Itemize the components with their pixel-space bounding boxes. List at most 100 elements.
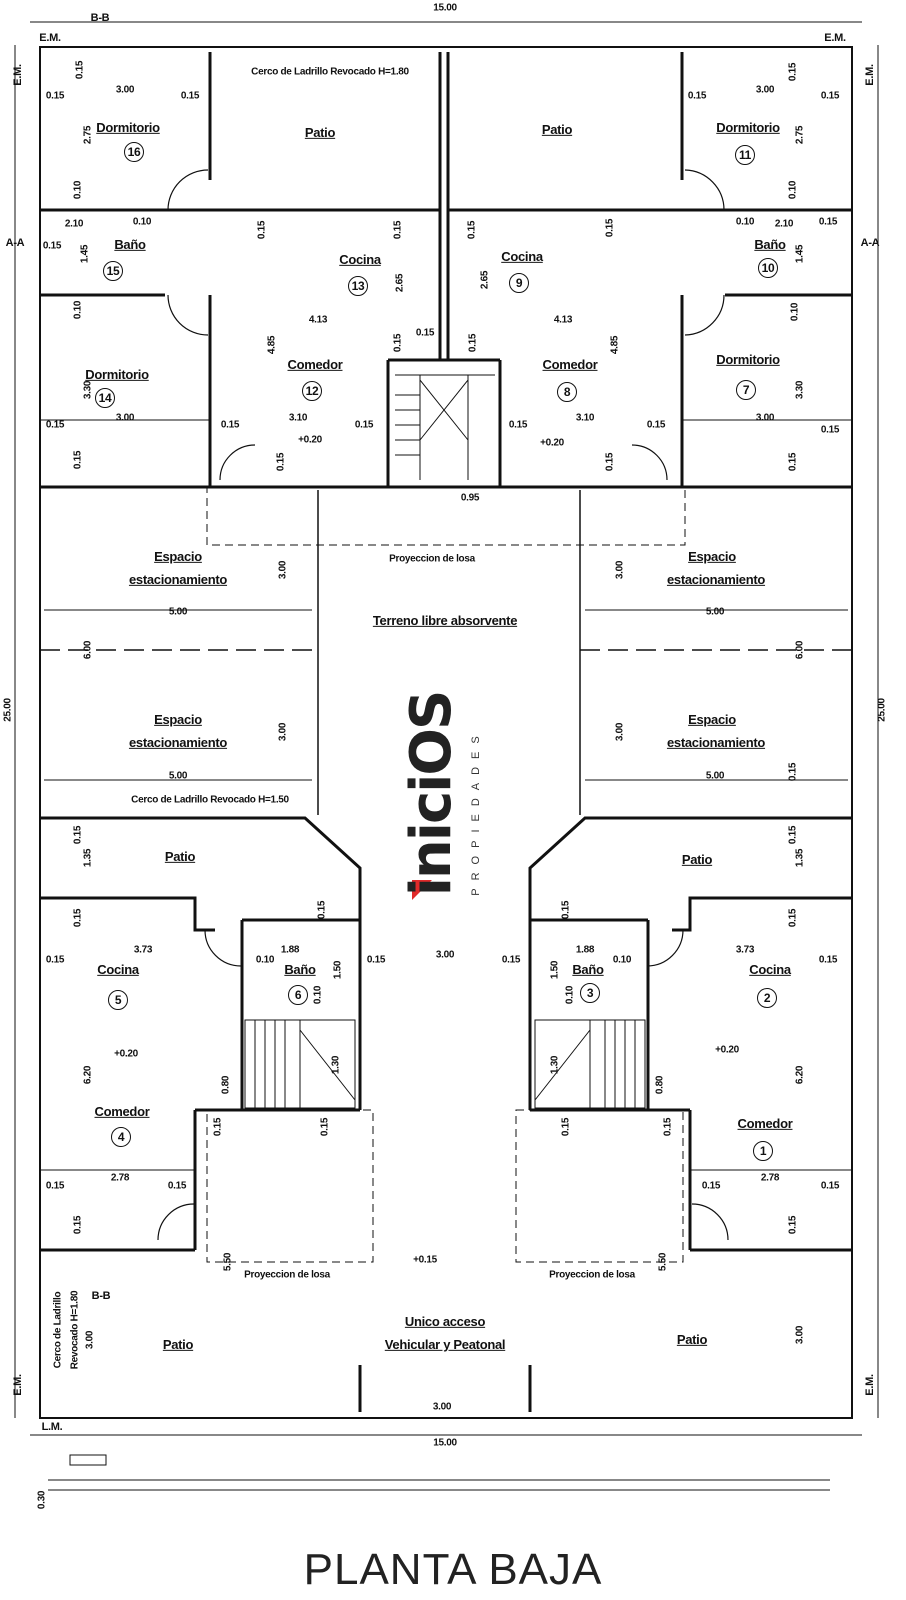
dimension-label: 4.13 [553,314,573,326]
doors [157,169,729,1241]
dimension-label: 0.15 [167,1180,187,1192]
upper-block-walls [40,52,852,489]
dimension-label: 6.00 [794,640,806,660]
dimension-label: 0.15 [45,90,65,102]
dimension-label: 3.00 [614,560,626,580]
room-number-badge: 2 [757,988,777,1008]
room-number-badge: 12 [302,381,322,401]
annotation: +0.20 [540,437,564,449]
annotation: Proyeccion de losa [244,1269,330,1281]
section-mark: E.M. [863,1374,876,1396]
dimension-label: 0.15 [316,900,328,920]
dimension-label: 15.00 [433,2,457,14]
dimension-label: 0.10 [255,954,275,966]
room-name: Baño [572,961,604,977]
section-mark: E.M. [11,1374,24,1396]
dimension-label: 0.15 [415,327,435,339]
dimension-label: 0.15 [646,419,666,431]
dimension-label: 0.15 [220,419,240,431]
dimension-label: 5.00 [168,606,188,618]
dimension-label: 1.50 [332,960,344,980]
space-label: Patio [676,1331,708,1347]
section-mark: A-A [860,236,880,249]
dimension-label: 3.30 [82,380,94,400]
dimension-label: 0.10 [312,985,324,1005]
dimension-label: 1.45 [794,244,806,264]
space-label: estacionamiento [666,734,766,750]
dimension-label: 3.10 [288,412,308,424]
dimension-label: 0.15 [787,762,799,782]
dimension-label: 3.00 [84,1330,96,1350]
dimension-label: 0.15 [45,1180,65,1192]
annotation: Proyeccion de losa [549,1269,635,1281]
upper-stair [395,374,495,480]
dimension-label: 0.15 [467,333,479,353]
dimension-label: 0.10 [72,180,84,200]
section-mark: E.M. [863,64,876,86]
dimension-label: 0.10 [72,300,84,320]
dimension-label: 2.78 [110,1172,130,1184]
dimension-label: 5.50 [222,1252,234,1272]
room-number-badge: 15 [103,261,123,281]
dimension-label: 3.00 [755,412,775,424]
dimension-label: 0.80 [654,1075,666,1095]
dimension-label: 0.10 [612,954,632,966]
section-mark: E.M. [824,31,846,44]
annotation: +0.15 [413,1254,437,1266]
space-label: Espacio [688,711,736,727]
dimension-label: 0.15 [354,419,374,431]
room-name: Cocina [339,251,381,267]
space-label: Espacio [154,548,202,564]
dimension-label: 3.00 [794,1325,806,1345]
room-number-badge: 11 [735,145,755,165]
dimension-label: 25.00 [2,698,14,722]
dimension-label: 0.15 [72,825,84,845]
dimension-label: 0.15 [45,419,65,431]
dimension-label: 0.30 [36,1490,48,1510]
room-name: Dormitorio [96,119,160,135]
dimension-label: 15.00 [433,1437,457,1449]
dimension-label: 2.65 [394,273,406,293]
annotation: Cerco de Ladrillo Revocado H=1.50 [131,794,289,806]
dimension-label: 3.73 [133,944,153,956]
dimension-label: 25.00 [876,698,888,722]
dimension-label: 0.15 [604,452,616,472]
dimension-label: 0.15 [501,954,521,966]
dimension-label: 0.15 [560,1117,572,1137]
dimension-label: 0.15 [72,1215,84,1235]
section-mark: A-A [5,236,25,249]
dimension-label: 0.10 [564,985,576,1005]
annotation: +0.20 [715,1044,739,1056]
logo-wordmark: iniciOS [399,691,464,897]
space-label: Patio [162,1336,194,1352]
dimension-label: 0.15 [604,218,616,238]
lower-stairs [244,1019,646,1109]
dimension-label: 2.10 [774,218,794,230]
room-number-badge: 4 [111,1127,131,1147]
dimension-label: 2.10 [64,218,84,230]
section-mark: B-B [91,1289,111,1302]
annotation: Revocado H=1.80 [69,1290,81,1370]
dimension-label: 0.15 [180,90,200,102]
dimension-label: 1.88 [575,944,595,956]
dimension-label: 3.00 [277,722,289,742]
dimension-label: 1.30 [549,1055,561,1075]
room-name: Cocina [97,961,139,977]
dimension-label: 0.15 [72,908,84,928]
dimension-label: 0.15 [466,220,478,240]
dimension-label: 0.15 [820,1180,840,1192]
dimension-label: 2.65 [479,270,491,290]
room-number-badge: 16 [124,142,144,162]
room-name: Dormitorio [716,119,780,135]
room-name: Baño [754,236,786,252]
annotation: Cerco de Ladrillo Revocado H=1.80 [251,66,409,78]
dimension-label: 3.00 [115,412,135,424]
room-number-badge: 10 [758,258,778,278]
space-label: Patio [164,848,196,864]
space-label: estacionamiento [128,734,228,750]
dimension-label: 0.15 [787,62,799,82]
section-mark: B-B [90,11,110,24]
space-label: Unico acceso [404,1313,486,1329]
